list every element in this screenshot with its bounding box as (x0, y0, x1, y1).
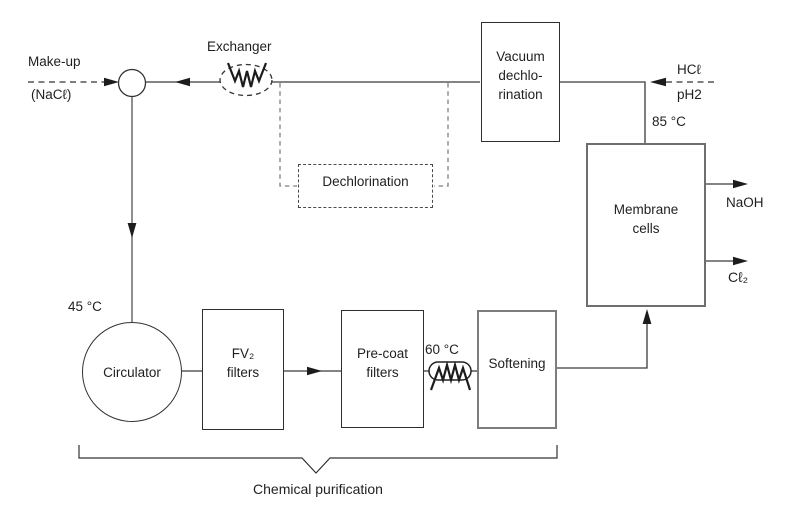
hcl-arrowhead (650, 77, 666, 87)
dechlorination-box: Dechlorination (298, 164, 433, 208)
recycle-line-right (560, 81, 646, 143)
nacl-label: (NaCℓ) (31, 87, 72, 102)
dechlorination-tie-left (279, 83, 297, 187)
circulator-node: Circulator (82, 322, 182, 422)
softening-box: Softening (477, 310, 557, 429)
membrane-cells-box: Membrane cells (586, 143, 706, 307)
chemical-purification-caption: Chemical purification (253, 481, 383, 497)
vacuum-dechlorination-box: Vacuum dechlo- rination (481, 22, 560, 142)
hcl-label: HCℓ (677, 62, 701, 77)
chemical-purification-brace (78, 445, 558, 474)
naoh-arrowhead (733, 179, 748, 189)
naoh-label: NaOH (726, 195, 764, 210)
softening-to-membrane-line (557, 312, 648, 369)
cl2-arrowhead (733, 256, 748, 266)
cl2-label: Cℓ₂ (728, 269, 749, 285)
dechlorination-tie-right (434, 83, 449, 187)
ph2-label: pH2 (677, 87, 702, 102)
mixer-junction (117, 68, 147, 98)
temp-60c-label: 60 °C (425, 342, 459, 357)
membrane-in-arrowhead (642, 309, 652, 324)
heat-exchanger-coil-icon (226, 62, 268, 88)
makeup-arrowhead (104, 77, 119, 87)
heat-exchanger-symbol (219, 63, 273, 97)
temp-85c-label: 85 °C (652, 114, 686, 129)
brine-down-arrowhead (127, 223, 137, 238)
heater-coil-icon (429, 360, 472, 391)
precoat-filters-box: Pre-coat filters (341, 310, 424, 428)
fv2-precoat-arrowhead (307, 366, 322, 376)
fv2-filters-box: FV₂ filters (202, 309, 284, 430)
temp-45c-label: 45 °C (68, 299, 102, 314)
exchanger-label: Exchanger (207, 39, 272, 54)
makeup-label: Make-up (28, 54, 81, 69)
recycle-arrowhead (175, 77, 190, 87)
